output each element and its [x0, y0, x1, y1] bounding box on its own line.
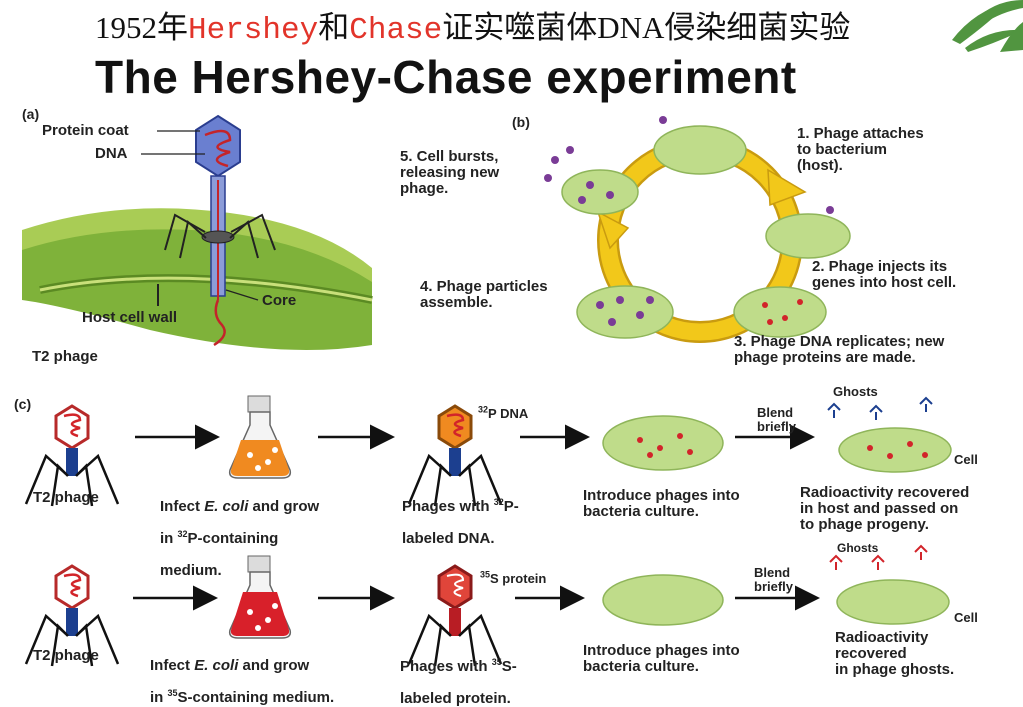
figure-title: The Hershey-Chase experiment [95, 51, 797, 103]
step2-label: 2. Phage injects its genes into host cel… [812, 258, 957, 291]
row1-infect-c-in: in [160, 530, 178, 547]
row2-protein-label: S protein [490, 571, 547, 586]
step5-label: 5. Cell bursts, releasing new phage. [400, 148, 500, 197]
row1-cell-label: Cell [954, 452, 978, 467]
row2-infect-b: and grow [238, 657, 310, 674]
row2-phages-label: Phages with 35S- labeled protein. [400, 643, 517, 707]
row1-infect-b: and grow [248, 498, 320, 515]
t2-phage-label: T2 phage [32, 348, 98, 365]
row1-ghosts-label: Ghosts [833, 384, 878, 399]
row2-phages-a: Phages with [400, 658, 492, 675]
panel-b-lifecycle [544, 116, 851, 343]
row2-phages-b: S- [501, 658, 517, 675]
row1-infect-c-sup: 32 [177, 529, 188, 539]
core-label: Core [262, 292, 297, 309]
panel-c-illustration [24, 395, 952, 668]
panel-a-illustration [22, 114, 373, 350]
row2-cell-label: Cell [954, 610, 978, 625]
step1-label: 1. Phage attaches to bacterium (host). [797, 125, 924, 174]
row1-phages-c: labeled DNA. [402, 530, 495, 547]
row2-t2-phage-label: T2 phage [33, 647, 99, 664]
row1-result-label: Radioactivity recovered in host and pass… [800, 484, 970, 533]
row1-infect-label: Infect E. coli and grow in 32P-containin… [160, 483, 319, 579]
panel-a-letter: (a) [22, 106, 40, 122]
row1-dna-sup: 32 [478, 404, 489, 415]
title-chase: Chase [349, 13, 443, 48]
row1-infect-ecoli: E. coli [204, 498, 249, 515]
bamboo-decoration [952, 0, 1023, 52]
row2-infect-c-rest: S-containing medium. [177, 689, 335, 706]
title-prefix: 1952年 [95, 10, 188, 45]
step3-label: 3. Phage DNA replicates; new phage prote… [734, 333, 945, 366]
row2-infect-label: Infect E. coli and grow in 35S-containin… [150, 642, 334, 706]
row1-phages-label: Phages with 32P- labeled DNA. [402, 483, 519, 547]
row1-dna-label: P DNA [488, 406, 529, 421]
row1-phages-b: P- [503, 498, 519, 515]
row2-blend-label: Blend briefly [754, 565, 794, 594]
title-and: 和 [318, 10, 350, 45]
row1-infect-a: Infect [160, 498, 205, 515]
protein-coat-label: Protein coat [42, 122, 129, 139]
row1-infect-c-rest: P-containing [187, 530, 279, 547]
row2-infect-c-sup: 35 [167, 688, 178, 698]
row2-protein-tag: 35S protein [480, 555, 546, 587]
row2-infect-c-in: in [150, 689, 168, 706]
host-cell-wall-label: Host cell wall [82, 309, 178, 326]
row2-result-label: Radioactivity recovered in phage ghosts. [835, 629, 955, 678]
row2-phages-sup: 35 [491, 657, 502, 667]
row2-infect-a: Infect [150, 657, 195, 674]
row2-ghosts-label: Ghosts [837, 541, 879, 555]
dna-label: DNA [95, 145, 128, 162]
panel-b-letter: (b) [512, 114, 530, 130]
row2-phages-c: labeled protein. [400, 690, 511, 707]
row1-phages-sup: 32 [493, 497, 504, 507]
slide-title: 1952年Hershey和Chase证实噬菌体DNA侵染细菌实验 [95, 6, 850, 50]
row1-infect-d: medium. [160, 562, 222, 579]
row1-phages-a: Phages with [402, 498, 494, 515]
row2-introduce-label: Introduce phages into bacteria culture. [583, 642, 740, 675]
title-suffix: 证实噬菌体DNA侵染细菌实验 [442, 10, 851, 45]
row2-infect-ecoli: E. coli [194, 657, 239, 674]
row2-protein-sup: 35 [480, 569, 491, 580]
panel-c-letter: (c) [14, 396, 32, 412]
row1-dna-tag: 32P DNA [478, 390, 528, 422]
step4-label: 4. Phage particles assemble. [420, 278, 548, 311]
row1-introduce-label: Introduce phages into bacteria culture. [583, 487, 740, 520]
title-hershey: Hershey [188, 13, 319, 48]
row1-t2-phage-label: T2 phage [33, 489, 99, 506]
row1-blend-label: Blend briefly [757, 405, 797, 434]
